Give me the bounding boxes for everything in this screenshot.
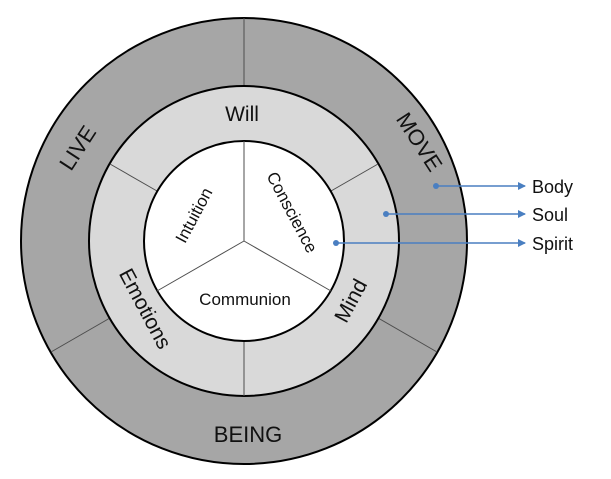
legend-label-body: Body <box>532 177 573 197</box>
legend-label-soul: Soul <box>532 205 568 225</box>
middle-divider-upper-right <box>330 163 379 192</box>
inner-divider-left <box>156 240 245 292</box>
legend: Body Soul Spirit <box>333 177 573 254</box>
outer-divider-left <box>50 317 111 353</box>
outer-divider-right <box>377 317 438 353</box>
legend-label-spirit: Spirit <box>532 234 573 254</box>
middle-divider-upper-left <box>109 163 158 192</box>
inner-divider-right <box>243 240 332 292</box>
inner-label-communion: Communion <box>199 290 291 309</box>
outer-label-being: BEING <box>214 422 282 447</box>
middle-label-will: Will <box>225 103 259 126</box>
